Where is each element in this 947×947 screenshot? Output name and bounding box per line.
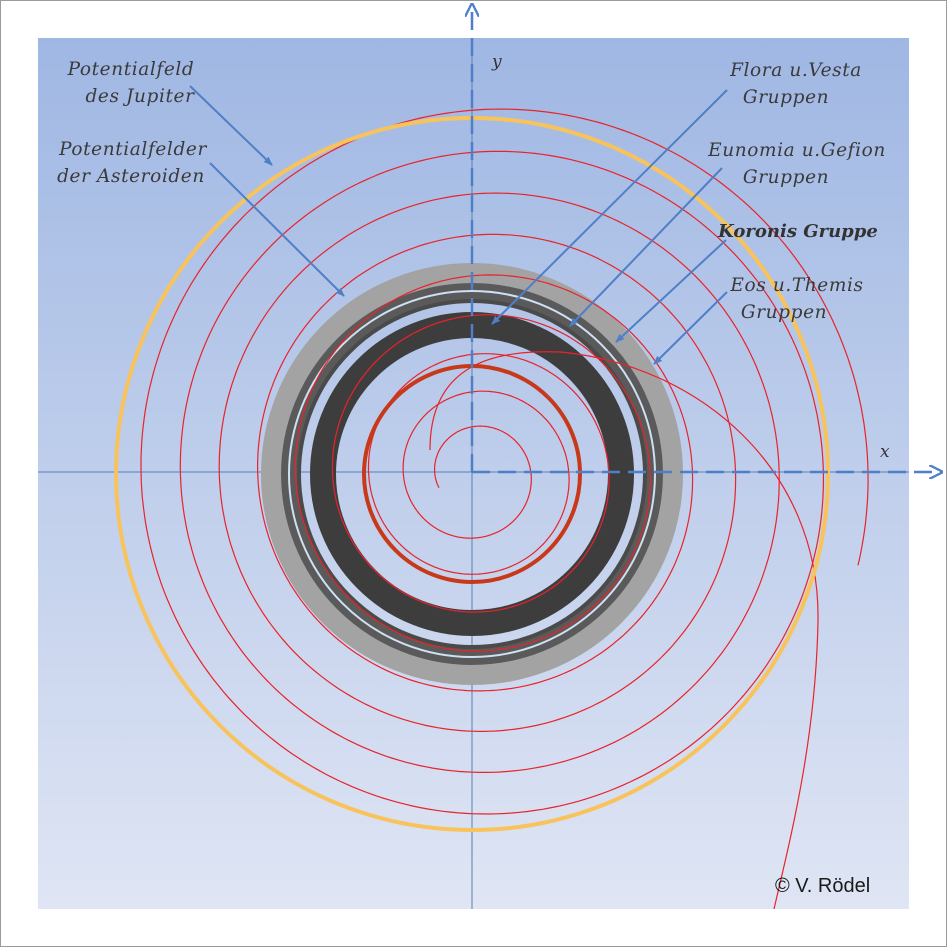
flora-vesta-arrow xyxy=(491,89,728,325)
asteroid-fields-label-line2: der Asteroiden xyxy=(57,166,205,187)
koronis-label: Koronis Gruppe xyxy=(717,221,878,242)
flora-vesta-label-line1: Flora u.Vesta xyxy=(729,60,862,81)
jupiter-field-label-line1: Potentialfeld xyxy=(67,59,195,80)
jupiter-field-label-line2: des Jupiter xyxy=(85,86,195,107)
eunomia-gefion-arrow xyxy=(569,167,723,327)
asteroid-fields-label-line1: Potentialfelder xyxy=(58,139,207,160)
eos-themis-label-line1: Eos u.Themis xyxy=(729,275,863,296)
background-panel xyxy=(38,38,909,909)
spiral-tail xyxy=(429,351,819,910)
asteroid-fields-arrow xyxy=(209,162,345,297)
eunomia-gefion-label-line1: Eunomia u.Gefion xyxy=(707,140,886,161)
koronis-outline xyxy=(288,290,656,658)
y-axis-label: y xyxy=(491,52,502,72)
flora-vesta-label-line2: Gruppen xyxy=(743,87,829,108)
eos-themis-label-line2: Gruppen xyxy=(741,302,827,323)
koronis-arrow xyxy=(615,239,727,343)
copyright-label: © V. Rödel xyxy=(775,875,870,897)
x-axis-label: x xyxy=(880,442,890,462)
eos-themis-arrow xyxy=(653,291,728,365)
jupiter-field-arrow xyxy=(189,85,273,166)
eunomia-gefion-label-line2: Gruppen xyxy=(743,167,829,188)
